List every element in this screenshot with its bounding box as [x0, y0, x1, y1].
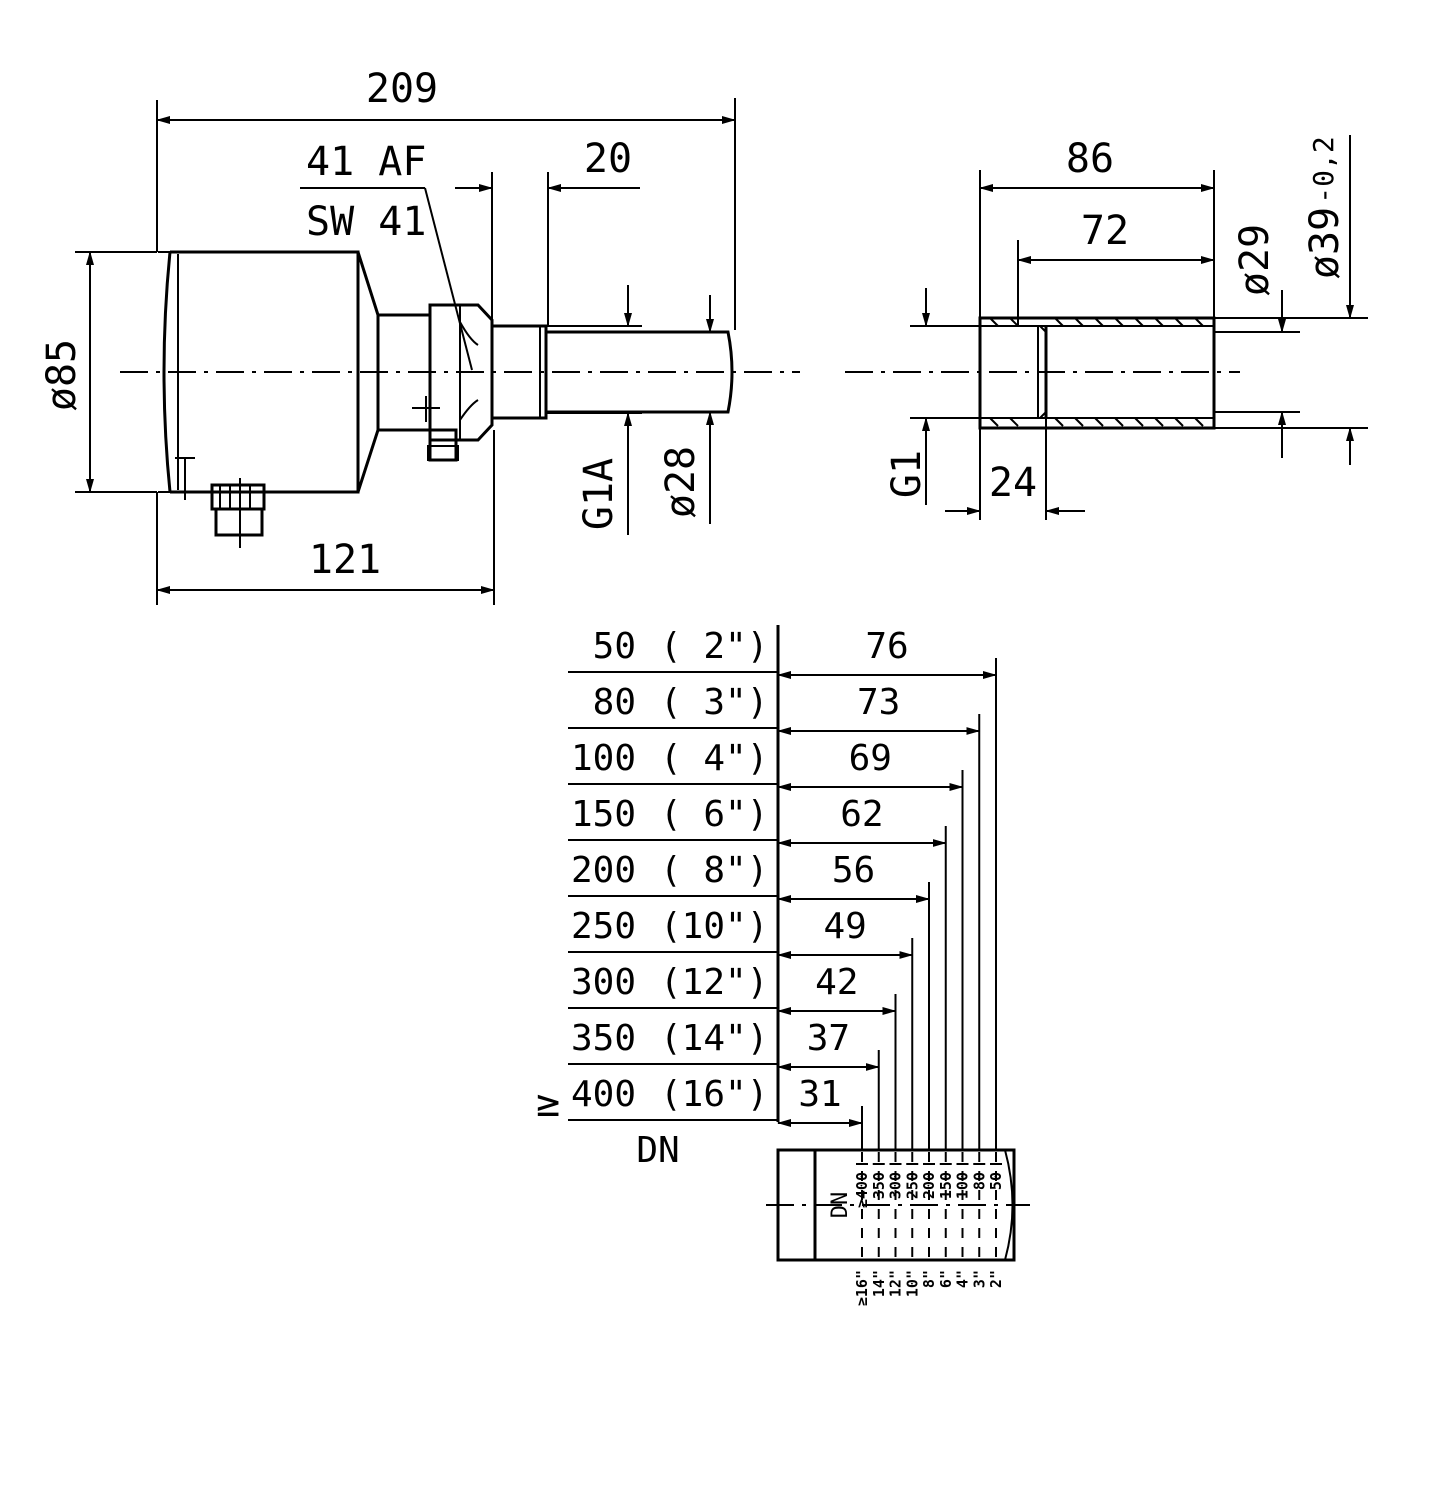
housing: [158, 250, 360, 500]
table-depth-value: 31: [798, 1074, 841, 1115]
scale-dn-mark: 300: [887, 1172, 905, 1199]
table-dn-value: 400: [571, 1074, 636, 1115]
dim-socket-length: 86: [1066, 136, 1114, 182]
dim-socket-thread-length: 24: [989, 460, 1037, 506]
scale-inch-mark: 3": [970, 1270, 988, 1288]
table-depth-value: 42: [815, 962, 858, 1003]
dim-thread: G1A: [576, 458, 622, 530]
scale-inch-mark: ≥16": [853, 1270, 871, 1306]
dim-outer-tolerance: -0,2: [1307, 136, 1340, 203]
scale-ticks: ≥400 ≥16" 350 14" 300 12" 250 10" 200 8" 150 6" 100 4…: [853, 1152, 1005, 1306]
table-inch-value: (10"): [660, 906, 768, 947]
scale-dn-mark: 250: [903, 1172, 921, 1199]
table-depth-value: 62: [840, 794, 883, 835]
table-inch-value: ( 4"): [660, 738, 768, 779]
table-inch-value: (14"): [660, 1018, 768, 1059]
table-dn-value: 350: [571, 1018, 636, 1059]
table-depth-value: 56: [832, 850, 875, 891]
hatching: [989, 317, 1204, 427]
scale-dn-mark: 200: [920, 1172, 938, 1199]
dim-bore-length: 72: [1081, 208, 1129, 254]
scale-inch-mark: 12": [887, 1270, 905, 1297]
scale-marking: ≥400 ≥16" 350 14" 300 12" 250 10" 200 8" 150 6" 100 4…: [766, 1148, 1030, 1306]
connector: [210, 478, 266, 548]
probe: [544, 330, 734, 414]
dim-inner-diameter: ø29: [1232, 224, 1278, 296]
table-inch-value: (12"): [660, 962, 768, 1003]
dim-housing-length: 121: [309, 537, 381, 583]
dim-housing-diameter: ø85: [39, 339, 85, 411]
table-dn-value: 200: [571, 850, 636, 891]
insertion-depth-table: 50 ( 2") 76 80 ( 3") 73 100 ( 4") 69 150 ( 6") 62 20…: [568, 625, 997, 1150]
dim-socket-thread: G1: [884, 450, 930, 498]
table-dn-value: 100: [571, 738, 636, 779]
scale-dn-mark: 50: [987, 1172, 1005, 1190]
wrench-size-en: 41 AF: [306, 139, 426, 185]
table-inch-value: ( 3"): [660, 682, 768, 723]
scale-dn-mark: 100: [954, 1172, 972, 1199]
scale-inch-mark: 14": [870, 1270, 888, 1297]
table-depth-value: 76: [865, 626, 908, 667]
table-column-header: DN: [636, 1130, 679, 1171]
table-depth-value: 73: [857, 682, 900, 723]
table-dn-value: 50: [593, 626, 636, 667]
table-depth-value: 37: [807, 1018, 850, 1059]
table-dn-value: 250: [571, 906, 636, 947]
table-depth-value: 49: [823, 906, 866, 947]
table-dn-value: 300: [571, 962, 636, 1003]
table-inch-value: ( 6"): [660, 794, 768, 835]
sensor-view: 209 41 AF SW 41 20 ø85 121 G1A ø28: [39, 66, 800, 605]
wrench-size-de: SW 41: [306, 199, 426, 245]
table-depth-value: 69: [849, 738, 892, 779]
scale-inch-mark: 6": [937, 1270, 955, 1288]
housing-neck: [356, 251, 380, 493]
dim-probe-diameter: ø28: [658, 446, 704, 518]
scale-inch-mark: 8": [920, 1270, 938, 1288]
weld-socket-view: 86 72 ø29 ø39 -0,2 G1 24: [845, 135, 1368, 520]
table-inch-value: ( 2"): [660, 626, 768, 667]
table-inch-value: (16"): [660, 1074, 768, 1115]
table-dn-value: 150: [571, 794, 636, 835]
scale-inch-mark: 2": [987, 1270, 1005, 1288]
scale-inch-mark: 4": [954, 1270, 972, 1288]
dim-overall-length: 209: [366, 66, 438, 112]
dim-thread-length: 20: [584, 136, 632, 182]
side-plug: [412, 396, 459, 462]
table-dn-value: 80: [593, 682, 636, 723]
scale-dn-mark: 350: [870, 1172, 888, 1199]
scale-dn-mark: 150: [937, 1172, 955, 1199]
scale-inch-mark: 10": [903, 1270, 921, 1297]
scale-dn-mark: 80: [970, 1172, 988, 1190]
ge-symbol: ≥: [536, 1080, 560, 1126]
dim-outer-diameter: ø39: [1302, 207, 1348, 279]
scale-dn-mark: ≥400: [853, 1172, 871, 1208]
table-inch-value: ( 8"): [660, 850, 768, 891]
scale-label: DN: [828, 1192, 853, 1219]
